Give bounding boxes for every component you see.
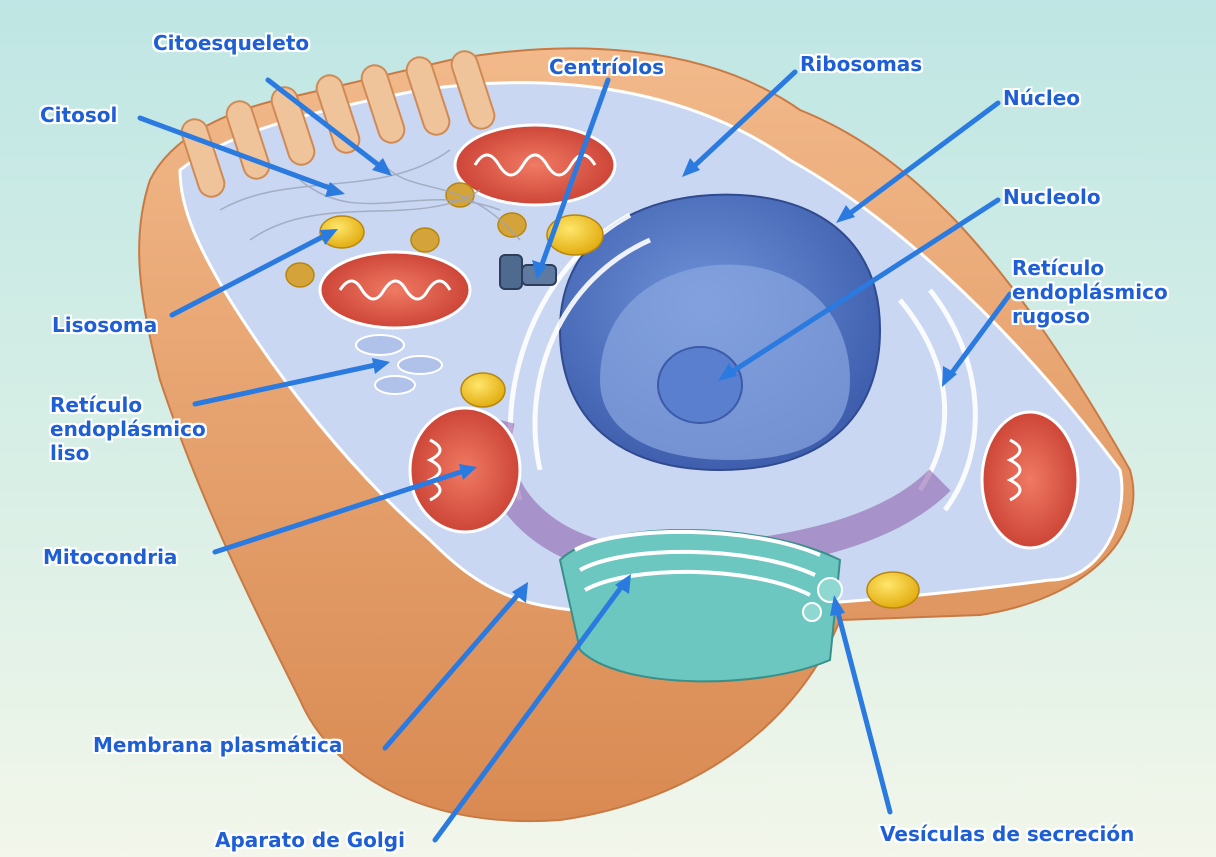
nucleus-illustration (560, 195, 880, 470)
label-citoesqueleto: Citoesqueleto (153, 31, 309, 55)
label-ribosomas: Ribosomas (800, 52, 922, 76)
label-golgi: Aparato de Golgi (215, 828, 405, 852)
label-lisosoma: Lisosoma (52, 313, 157, 337)
label-nucleo: Núcleo (1003, 86, 1080, 110)
label-vesiculas: Vesículas de secreción (880, 822, 1134, 846)
label-reticulo-liso: Retículo endoplásmico liso (50, 393, 206, 465)
label-membrana: Membrana plasmática (93, 733, 342, 757)
label-nucleolo: Nucleolo (1003, 185, 1101, 209)
label-citosol: Citosol (40, 103, 117, 127)
label-centriolos: Centríolos (549, 55, 664, 79)
label-mitocondria: Mitocondria (43, 545, 177, 569)
label-reticulo-rugoso: Retículo endoplásmico rugoso (1012, 256, 1168, 328)
golgi-illustration (560, 530, 842, 681)
nucleolo-illustration (658, 347, 742, 423)
